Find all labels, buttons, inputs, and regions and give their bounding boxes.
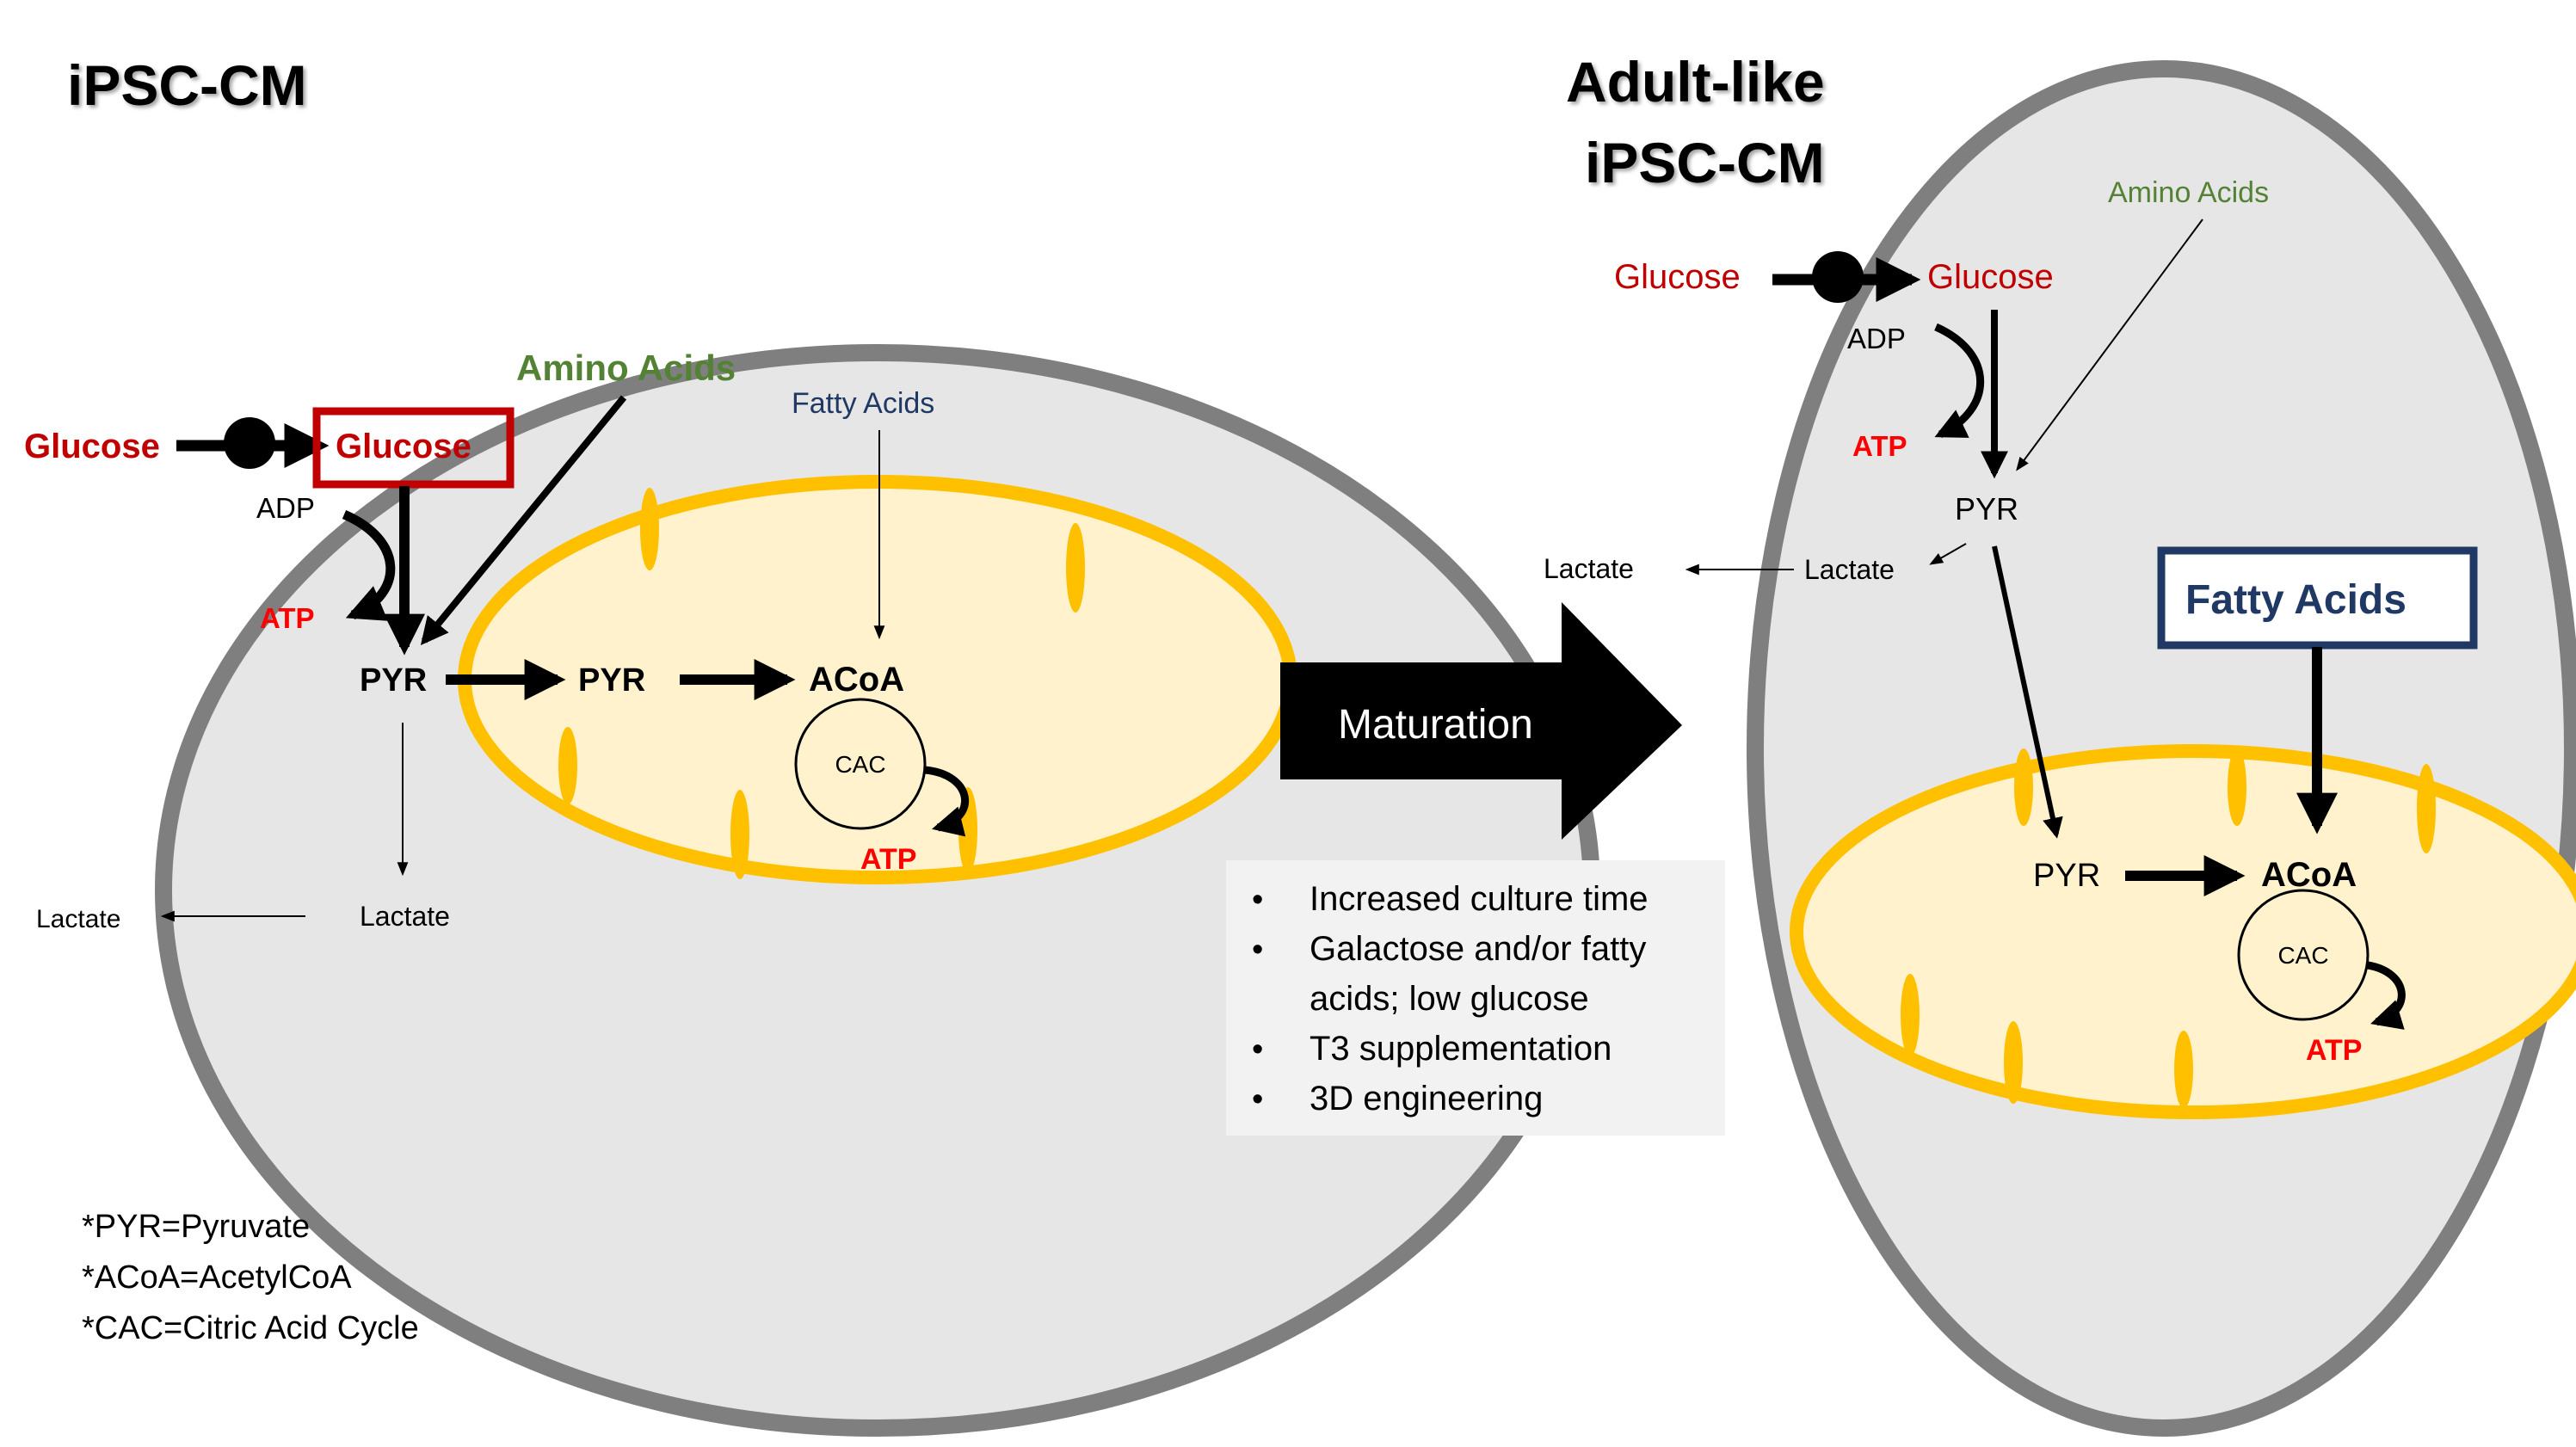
left-acoa: ACoA bbox=[809, 661, 904, 699]
left-glucose-outside: Glucose bbox=[24, 428, 160, 465]
left-pyr-cytosol: PYR bbox=[360, 662, 427, 699]
right-cac-circle bbox=[2237, 889, 2370, 1021]
right-atp-glycolysis: ATP bbox=[1852, 430, 1907, 462]
right-glucose-inside: Glucose bbox=[1927, 258, 2054, 296]
method-item: Galactose and/or fatty bbox=[1310, 930, 1646, 968]
legend-item: *PYR=Pyruvate bbox=[82, 1209, 310, 1245]
maturation-arrow bbox=[1280, 602, 1682, 840]
left-cristae bbox=[558, 488, 1085, 879]
method-bullet: • bbox=[1252, 1081, 1263, 1118]
left-lactate-inside: Lactate bbox=[360, 901, 450, 932]
right-acoa: ACoA bbox=[2261, 856, 2357, 894]
right-mitochondrion bbox=[1790, 744, 2576, 1119]
maturation-methods-list: • Increased culture time • Galactose and… bbox=[1252, 880, 1649, 1118]
maturation-label: Maturation bbox=[1338, 702, 1533, 748]
right-cac: CAC bbox=[2277, 942, 2328, 969]
method-bullet: • bbox=[1252, 882, 1263, 918]
left-pyr-mito: PYR bbox=[578, 662, 645, 699]
right-amino-acids: Amino Acids bbox=[2108, 176, 2269, 209]
left-cell: iPSC-CM Glucose Glucose ADP ATP Amino Ac… bbox=[24, 53, 1600, 1437]
legend-item: *CAC=Citric Acid Cycle bbox=[82, 1310, 419, 1346]
abbreviation-legend: *PYR=Pyruvate *ACoA=AcetylCoA *CAC=Citri… bbox=[82, 1209, 419, 1346]
right-cristae bbox=[1901, 748, 2436, 1108]
left-atp-glycolysis: ATP bbox=[260, 602, 315, 634]
left-cac: CAC bbox=[835, 751, 885, 778]
legend-item: *ACoA=AcetylCoA bbox=[82, 1259, 352, 1296]
right-cell-title-line1: Adult-like bbox=[1566, 50, 1825, 114]
method-item: 3D engineering bbox=[1310, 1080, 1543, 1118]
right-cell-title-line2: iPSC-CM bbox=[1585, 131, 1825, 194]
right-lactate-outside: Lactate bbox=[1544, 553, 1634, 584]
right-fatty-acids-box bbox=[2157, 546, 2478, 650]
right-pyr-mito: PYR bbox=[2033, 858, 2100, 894]
left-amino-acids: Amino Acids bbox=[516, 348, 736, 388]
method-item: T3 supplementation bbox=[1310, 1030, 1612, 1068]
right-lactate-inside: Lactate bbox=[1804, 554, 1895, 585]
maturation-section: Maturation • Increased culture time • Ga… bbox=[1226, 602, 1725, 1136]
left-cac-circle bbox=[794, 698, 927, 830]
right-fatty-acids: Fatty Acids bbox=[2185, 577, 2407, 623]
left-glucose-box bbox=[312, 407, 515, 489]
maturation-methods-box bbox=[1226, 860, 1725, 1136]
left-cell-title: iPSC-CM bbox=[67, 53, 307, 117]
left-fatty-acids: Fatty Acids bbox=[792, 387, 934, 420]
right-adp: ADP bbox=[1847, 323, 1906, 354]
method-bullet: • bbox=[1252, 1031, 1263, 1068]
left-lactate-outside: Lactate bbox=[36, 905, 120, 933]
method-bullet: • bbox=[1252, 932, 1263, 968]
right-atp-cac: ATP bbox=[2306, 1034, 2362, 1067]
method-item: acids; low glucose bbox=[1310, 980, 1589, 1018]
right-glucose-outside: Glucose bbox=[1614, 258, 1741, 296]
left-mitochondrion bbox=[458, 475, 1297, 884]
left-atp-cac: ATP bbox=[860, 843, 916, 876]
method-item: Increased culture time bbox=[1310, 880, 1649, 918]
left-glucose-inside: Glucose bbox=[336, 428, 471, 465]
left-adp: ADP bbox=[256, 492, 315, 524]
right-pyr-cytosol: PYR bbox=[1955, 491, 2018, 526]
right-cell: Adult-like iPSC-CM Glucose Glucose Amino… bbox=[1544, 50, 2576, 1437]
